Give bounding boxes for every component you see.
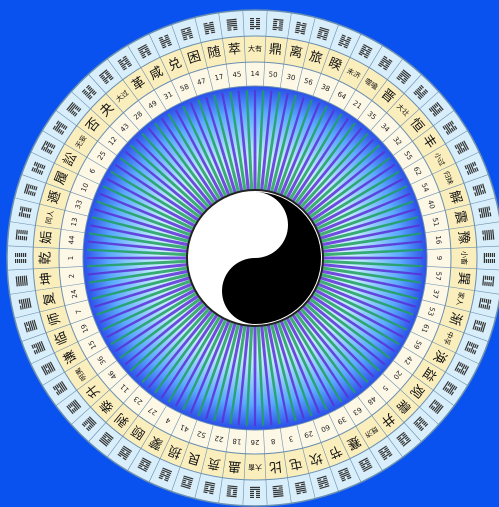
hexagram-number: 2 xyxy=(68,273,76,278)
hexagram-name: 萃 xyxy=(227,42,241,58)
hexagram-number: 1 xyxy=(67,256,75,260)
hexagram-number: 13 xyxy=(70,217,80,227)
hexagram-number: 14 xyxy=(251,70,260,78)
hexagram-number: 37 xyxy=(431,289,441,299)
hexagram-name: 大有 xyxy=(248,44,262,53)
hexagram-number: 9 xyxy=(435,256,443,260)
hexagram-name: 巽 xyxy=(455,271,471,285)
hexagram-number: 51 xyxy=(431,217,441,227)
hexagram-name: 豫 xyxy=(455,230,471,244)
hexagram-number: 16 xyxy=(434,235,443,245)
hexagram-number: 44 xyxy=(67,235,76,245)
hexagram-name: 鼎 xyxy=(268,42,282,58)
hexagram-number: 22 xyxy=(214,434,224,444)
hexagram-number: 26 xyxy=(250,438,259,446)
hexagram-name: 坤 xyxy=(39,271,55,285)
hexagram-number: 8 xyxy=(270,437,275,445)
yin-yang-icon xyxy=(187,190,323,326)
hexagram-number: 57 xyxy=(434,271,443,281)
hexagram-name: 乾 xyxy=(39,251,54,264)
hexagram-name: 姤 xyxy=(39,230,55,244)
hexagram-number: 50 xyxy=(268,70,278,79)
hexagram-name: 小畜 xyxy=(460,251,469,265)
hexagram-number: 30 xyxy=(286,73,296,83)
hexagram-number: 18 xyxy=(232,437,242,446)
hexagram-name: 比 xyxy=(268,458,282,474)
hexagram-number: 45 xyxy=(232,70,242,79)
hexagram-number: 17 xyxy=(214,73,224,83)
hexagram-name: 蛊 xyxy=(227,458,241,474)
hexagram-name: 大畜 xyxy=(248,463,262,472)
